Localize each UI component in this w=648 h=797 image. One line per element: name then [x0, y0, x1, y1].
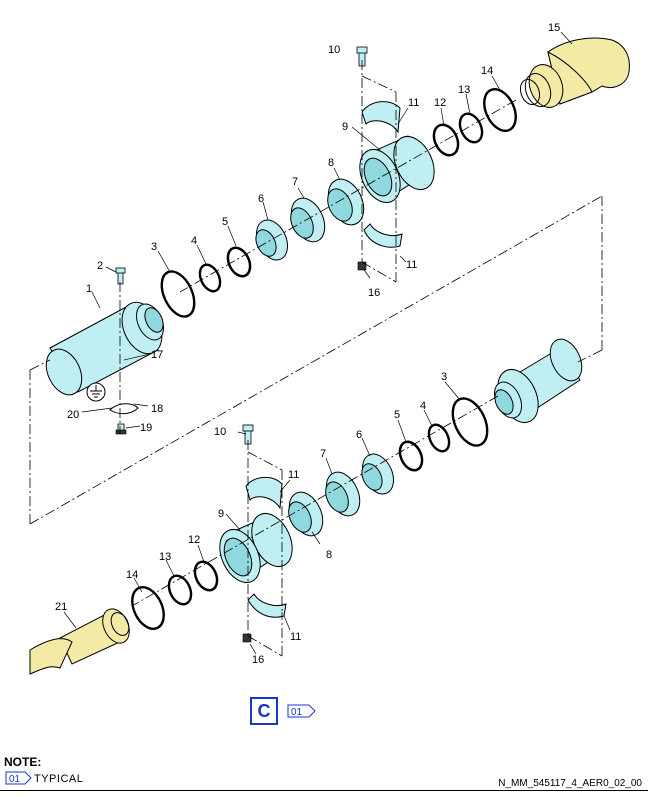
- retaining-ring-item-12-upper: [432, 123, 460, 157]
- callout-14-upper: 14: [481, 65, 493, 77]
- callout-5-upper: 5: [222, 216, 228, 228]
- callout-10-lower: 10: [214, 426, 226, 438]
- callout-7-upper: 7: [292, 176, 298, 188]
- callout-11-lower-b: 11: [290, 631, 301, 643]
- callout-5-lower: 5: [394, 409, 400, 421]
- callout-2: 2: [97, 260, 103, 272]
- callout-9-upper: 9: [342, 121, 348, 133]
- view-label-c[interactable]: C: [250, 697, 278, 725]
- callout-8-upper: 8: [328, 157, 334, 169]
- callout-3-upper: 3: [151, 241, 157, 253]
- o-ring-item-13-upper: [458, 112, 484, 144]
- retaining-ring-item-12-lower: [193, 560, 219, 592]
- callout-1: 1: [86, 283, 92, 295]
- o-ring-item-3-lower: [451, 397, 489, 447]
- svg-text:01: 01: [9, 774, 21, 785]
- note-text: TYPICAL: [34, 773, 84, 785]
- drawing-reference: N_MM_545117_4_AER0_02_00: [498, 778, 642, 789]
- sleeve-item-9-lower: [219, 513, 293, 583]
- o-ring-item-13-lower: [167, 574, 193, 606]
- clamp-half-item-11-upper-top: [361, 101, 401, 134]
- callout-9-lower: 9: [218, 508, 224, 520]
- centerlines: [29, 60, 603, 657]
- duct-item-21: [29, 608, 130, 675]
- bolt-item-2: [115, 267, 126, 285]
- duct-right-lower: [493, 338, 583, 423]
- callout-13-lower: 13: [159, 551, 171, 563]
- callout-12-upper: 12: [434, 97, 446, 109]
- bottom-rule: [0, 790, 648, 791]
- bearing-item-8-lower: [288, 491, 324, 537]
- o-ring-item-14-upper: [483, 88, 517, 132]
- retaining-ring-item-5-lower: [398, 440, 424, 472]
- bearing-item-6-lower: [361, 453, 394, 495]
- callout-7-lower: 7: [320, 448, 326, 460]
- callout-18: 18: [151, 403, 163, 415]
- callout-16-upper: 16: [368, 287, 380, 299]
- elbow-duct-item-15: [519, 37, 630, 108]
- callout-14-lower: 14: [126, 569, 138, 581]
- svg-text:01: 01: [291, 707, 303, 718]
- callout-4-lower: 4: [420, 400, 426, 412]
- leader-lines: [63, 31, 573, 655]
- clamp-half-item-11-upper-bottom: [363, 223, 403, 248]
- clamp-half-item-11-lower-bottom: [247, 593, 287, 618]
- clamp-item-18: [109, 403, 139, 435]
- o-ring-item-14-lower: [131, 586, 165, 630]
- callout-16-lower: 16: [252, 654, 264, 666]
- duct-item-1: [45, 301, 165, 396]
- callout-11-lower-a: 11: [288, 469, 299, 481]
- seal-item-7-lower: [325, 471, 361, 517]
- callout-6-lower: 6: [356, 429, 362, 441]
- callout-13-upper: 13: [458, 84, 470, 96]
- callout-4-upper: 4: [191, 235, 197, 247]
- callout-6-upper: 6: [258, 193, 264, 205]
- o-ring-item-4-upper: [198, 263, 222, 293]
- callout-10-upper: 10: [328, 44, 340, 56]
- o-ring-item-3-upper: [160, 270, 196, 318]
- view-tag-01: 01: [287, 704, 316, 718]
- callout-3-lower: 3: [441, 371, 447, 383]
- seal-item-7-upper: [290, 197, 326, 243]
- callout-12-lower: 12: [188, 534, 200, 546]
- clamp-half-item-11-lower-top: [245, 477, 283, 510]
- callout-15: 15: [548, 22, 560, 34]
- callout-labels: 15 14 13 12 11 10 9 8 7 6 5 4 3 2 1 17 1…: [55, 22, 560, 666]
- callout-8-lower: 8: [326, 549, 332, 561]
- note-tag-01: 01: [5, 771, 32, 785]
- ground-symbol-icon: [86, 382, 106, 402]
- callout-21: 21: [55, 601, 67, 613]
- note-heading: NOTE:: [4, 755, 42, 769]
- callout-19: 19: [140, 422, 152, 434]
- nut-item-16-lower: [242, 633, 252, 643]
- callout-20: 20: [67, 409, 79, 421]
- o-ring-item-4-lower: [427, 423, 451, 453]
- callout-17: 17: [151, 349, 163, 361]
- retaining-ring-item-5-upper: [226, 246, 252, 278]
- bearing-item-6-upper: [255, 219, 288, 261]
- sleeve-item-9-upper: [359, 135, 435, 203]
- callout-11-upper-b: 11: [406, 259, 417, 271]
- bearing-item-8-upper: [327, 178, 365, 226]
- callout-11-upper-a: 11: [408, 97, 419, 109]
